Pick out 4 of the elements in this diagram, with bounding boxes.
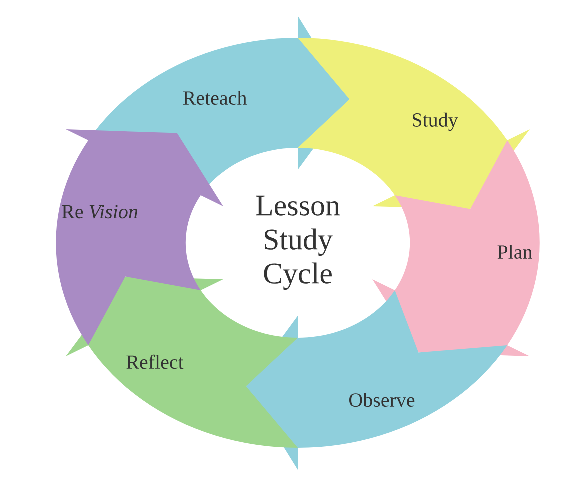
- arrow-segment: Reteach: [88, 16, 350, 196]
- arrow-segment: Plan: [372, 140, 540, 356]
- arrow-segment: Re Vision: [56, 130, 224, 346]
- arrow-segment: Observe: [246, 290, 508, 470]
